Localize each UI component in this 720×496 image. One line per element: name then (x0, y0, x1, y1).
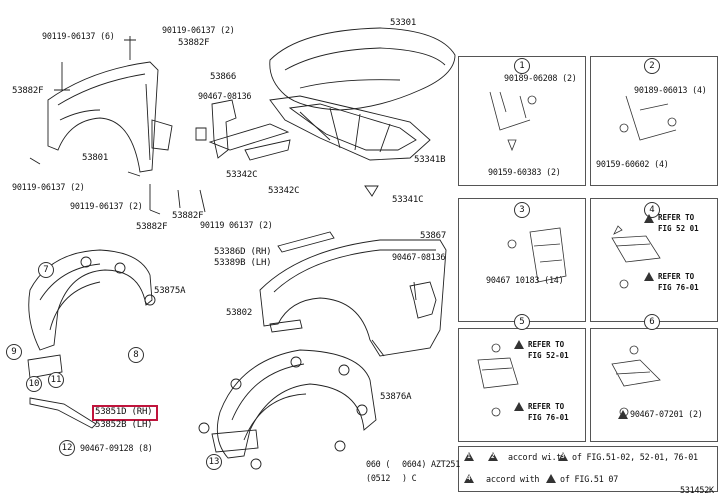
detail-1-label-a: 90189-06208 (2) (504, 73, 577, 83)
detail-number-1: 1 (514, 58, 530, 74)
detail-number-6: 6 (644, 314, 660, 330)
callout-7: 7 (38, 262, 54, 278)
footnote-2-text: accord with (486, 474, 540, 484)
callout-9: 9 (6, 344, 22, 360)
production-date-2b: ) C (402, 473, 417, 483)
detail-number-2: 2 (644, 58, 660, 74)
note-triangle-5b (514, 402, 524, 411)
footnote-triangle-3: 3 (558, 452, 568, 461)
footnote-triangle-3-num: 3 (561, 453, 565, 460)
footnote-triangle-5 (546, 474, 556, 483)
label-90119-06137-2b: 90119-06137 (2) (12, 182, 85, 192)
detail-5-ref-d: FIG 76-01 (528, 413, 569, 422)
detail-number-3: 3 (514, 202, 530, 218)
detail-3-label-a: 90467 10183 (14) (486, 275, 564, 285)
mud-guard-lh (29, 397, 97, 429)
label-53342c-a: 53342C (226, 170, 258, 180)
detail-6-label-a: 90467-07201 (2) (630, 409, 703, 419)
callout-13: 13 (206, 454, 222, 470)
note-triangle-6 (618, 410, 628, 419)
label-90119-06137-2c: 90119-06137 (2) (70, 201, 143, 211)
footnote-triangle-2-num: 2 (491, 453, 495, 460)
footnote-triangle-2: 2 (488, 452, 498, 461)
footnote-triangle-4-num: 4 (467, 475, 471, 482)
footnote-2-ref: of FIG.51 07 (560, 474, 619, 484)
label-53801: 53801 (82, 153, 109, 163)
figure-id: 531452K (680, 485, 714, 495)
note-triangle-5a (514, 340, 524, 349)
label-53389b: 53389B (LH) (214, 258, 272, 268)
label-53882f-c: 53882F (172, 211, 204, 221)
label-53341c: 53341C (392, 195, 424, 205)
label-53342c-b: 53342C (268, 186, 300, 196)
label-53802: 53802 (226, 308, 253, 318)
footnote-triangle-4: 4 (464, 474, 474, 483)
detail-2-label-b: 90159-60602 (4) (596, 159, 669, 169)
note-triangle-4a (644, 214, 654, 223)
label-90119-06137-2d: 90119 06137 (2) (200, 220, 273, 230)
detail-5-ref-a: REFER TO (528, 340, 565, 349)
fender-lh (47, 61, 159, 173)
callout-8: 8 (128, 347, 144, 363)
label-53882f-a: 53882F (178, 38, 210, 48)
footnote-triangle-1: 1 (464, 452, 474, 461)
fender-rh (259, 239, 447, 357)
footnote-1-ref: of FIG.51-02, 52-01, 76-01 (572, 452, 698, 462)
label-53341b: 53341B (414, 155, 446, 165)
detail-5-ref-c: REFER TO (528, 402, 565, 411)
label-90119-06137-6: 90119-06137 (6) (42, 31, 115, 41)
detail-4-ref-c: REFER TO (658, 272, 695, 281)
callout-10: 10 (26, 376, 42, 392)
production-date-1b: 0604) AZT251 (402, 459, 461, 469)
highlight-frame-53851d (92, 405, 158, 421)
label-53301: 53301 (390, 18, 417, 28)
hood-outline (269, 27, 456, 111)
label-53851d: 53851D (RH) (95, 407, 153, 417)
label-53386d: 53386D (RH) (214, 247, 272, 257)
hood-insulator (269, 95, 431, 161)
label-90467-09128: 90467-09128 (8) (80, 443, 153, 453)
label-53875a: 53875A (154, 286, 186, 296)
production-date-2: (0512 (366, 473, 391, 483)
label-90467-08136-a: 90467-08136 (198, 91, 252, 101)
label-53867: 53867 (420, 231, 447, 241)
hood-seal (208, 123, 290, 151)
detail-1-label-b: 90159-60383 (2) (488, 167, 561, 177)
detail-4-ref-a: REFER TO (658, 213, 695, 222)
detail-4-ref-b: FIG 52 01 (658, 224, 699, 233)
label-90119-06137-2a: 90119-06137 (2) (162, 25, 235, 35)
note-triangle-4b (644, 272, 654, 281)
liner-rh (216, 349, 377, 459)
detail-4-ref-d: FIG 76-01 (658, 283, 699, 292)
label-53866: 53866 (210, 72, 237, 82)
detail-2-label-a: 90189-06013 (4) (634, 85, 707, 95)
footnote-triangle-1-num: 1 (467, 453, 471, 460)
footnote-1-text: accord wi.t (508, 452, 562, 462)
detail-box-2 (590, 56, 718, 186)
label-53882f-d: 53882F (136, 222, 168, 232)
label-53876a: 53876A (380, 392, 412, 402)
detail-box-1 (458, 56, 586, 186)
liner-lh (28, 249, 153, 351)
bracket-53866 (211, 99, 237, 159)
production-date-1: 060 ( (366, 459, 391, 469)
footnote-box (458, 446, 718, 492)
detail-5-ref-b: FIG 52-01 (528, 351, 569, 360)
label-90467-08136-b: 90467-08136 (392, 252, 446, 262)
label-53852b: 53852B (LH) (95, 420, 153, 430)
callout-11: 11 (48, 372, 64, 388)
label-53882f-b: 53882F (12, 86, 44, 96)
callout-12: 12 (59, 440, 75, 456)
detail-number-5: 5 (514, 314, 530, 330)
